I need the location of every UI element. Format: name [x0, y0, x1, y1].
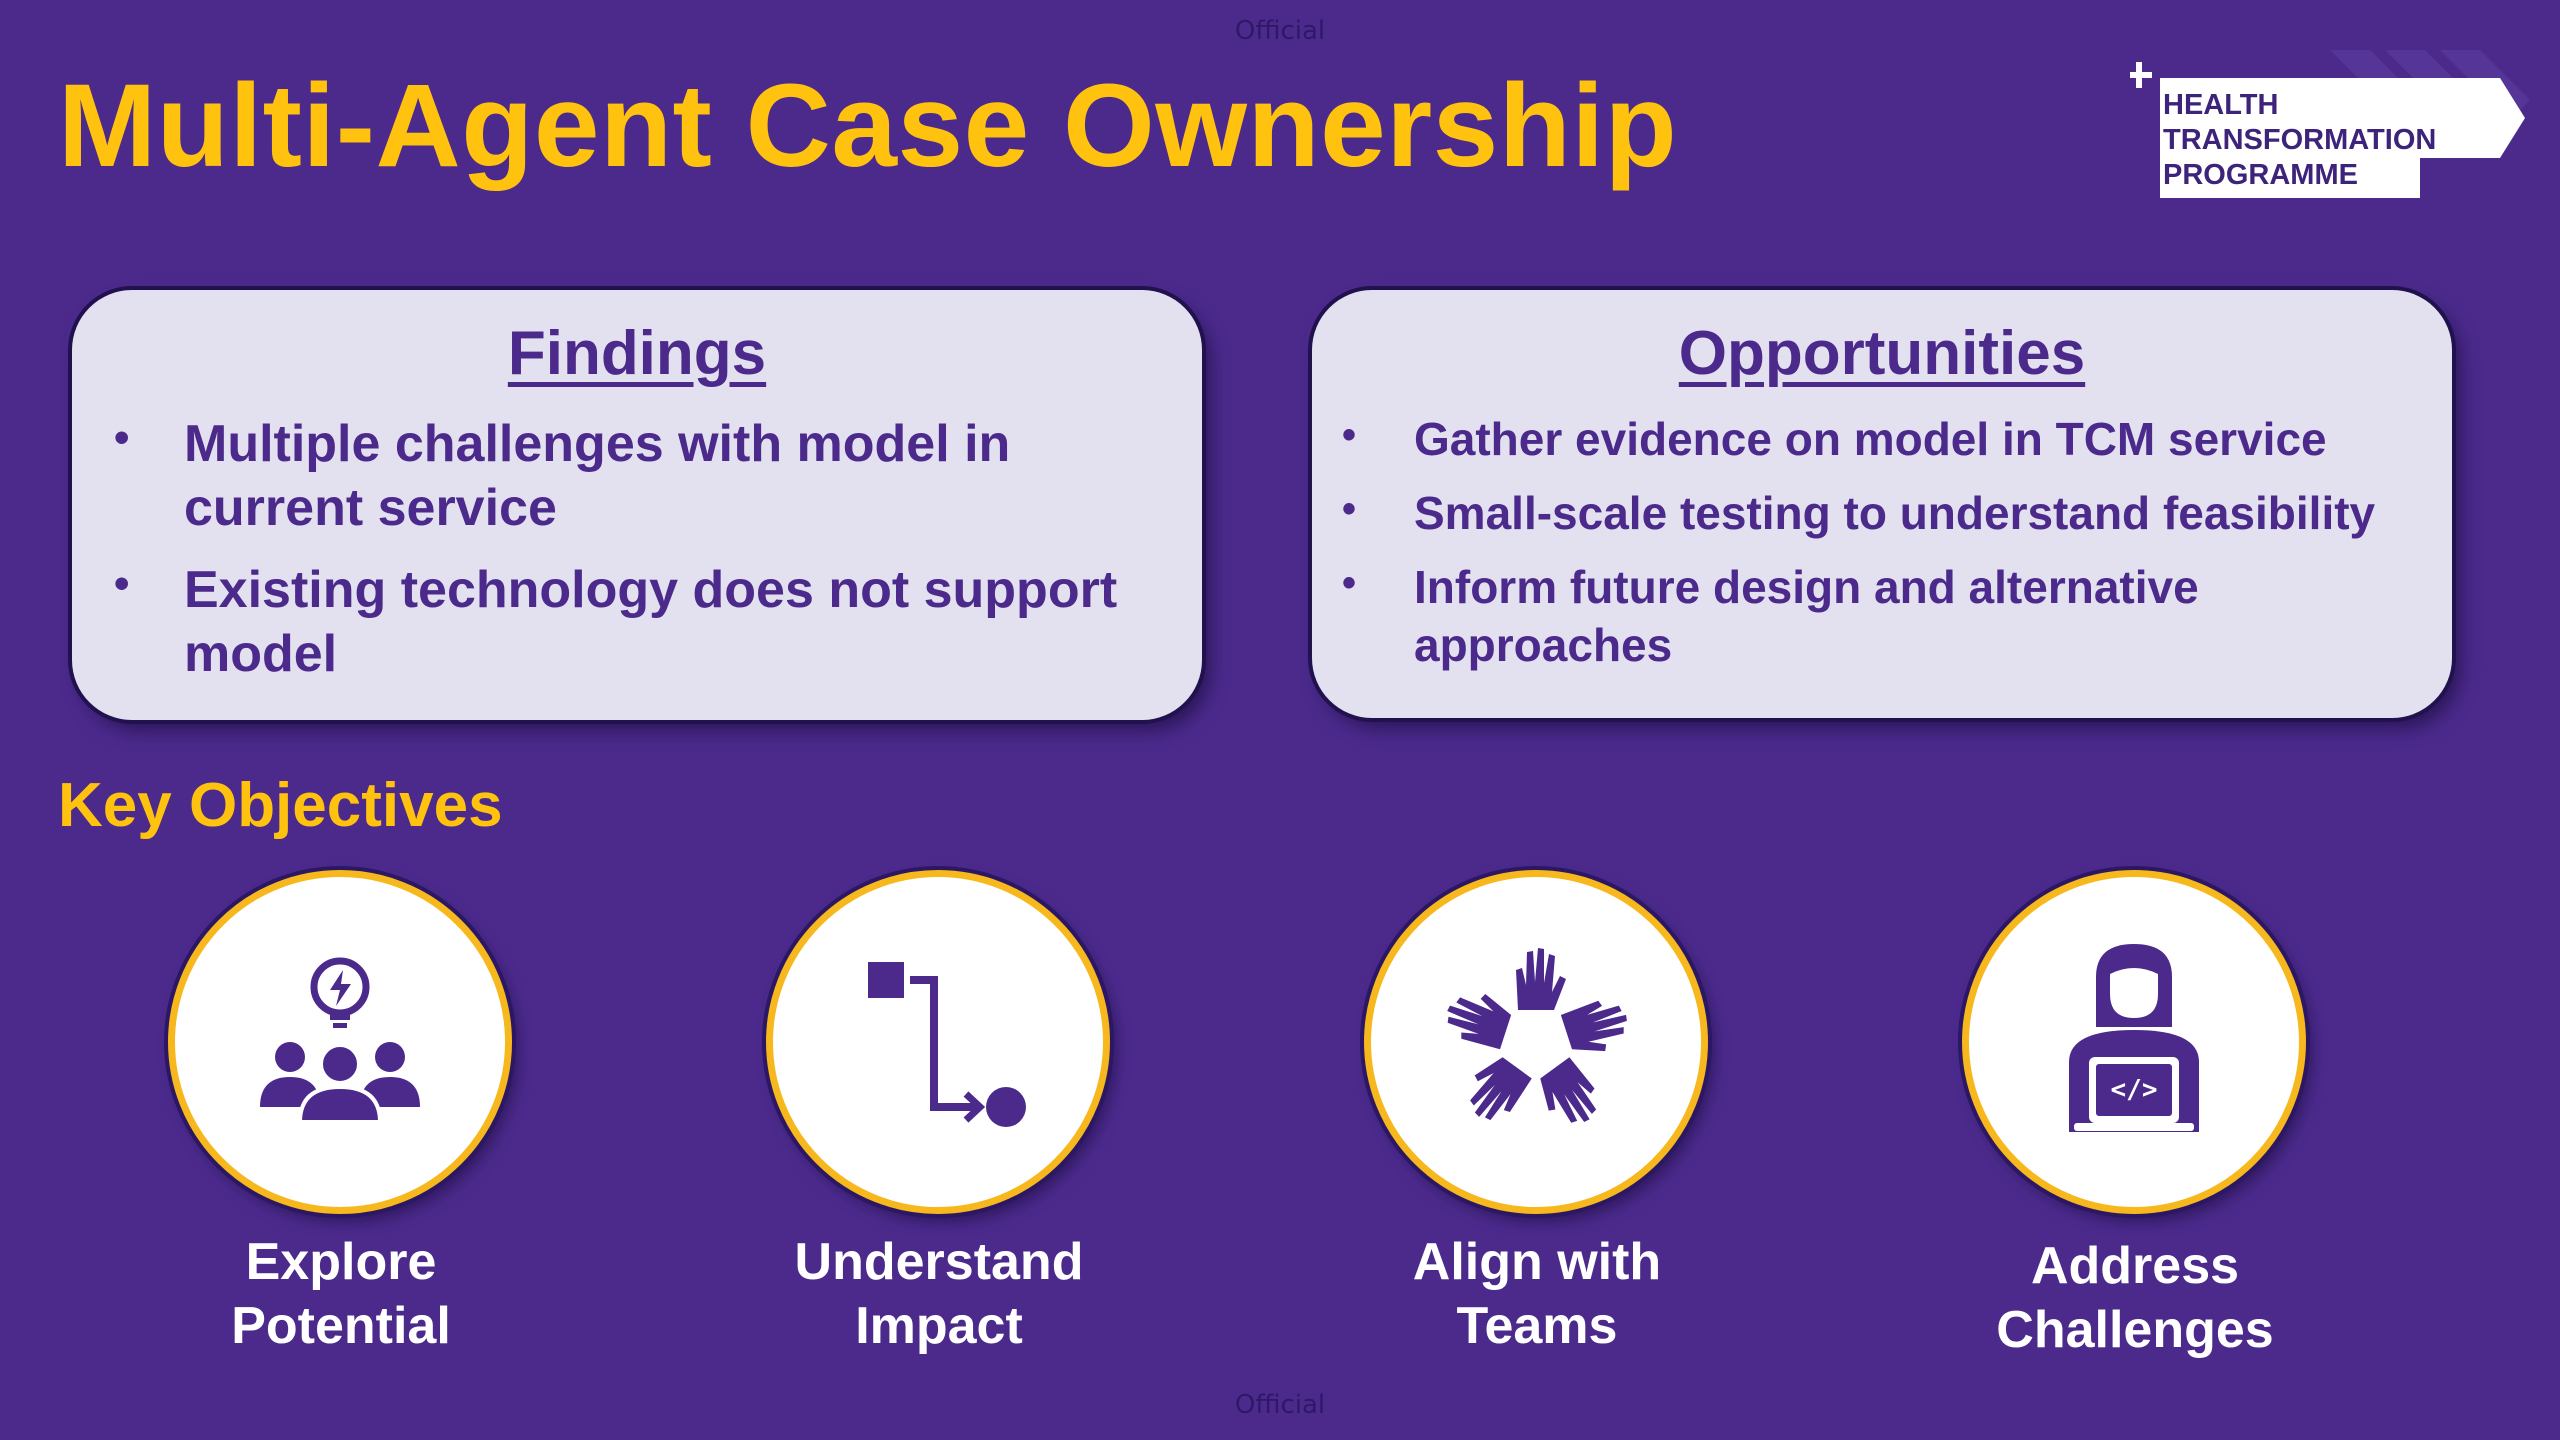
objective-label: Address Challenges [1930, 1234, 2340, 1362]
key-objectives-heading: Key Objectives [58, 771, 503, 840]
logo-text: HEALTH TRANSFORMATION PROGRAMME [2163, 88, 2436, 193]
objective-circle [766, 870, 1110, 1214]
objective-label: Understand Impact [734, 1230, 1144, 1358]
objective-label-line: Challenges [1996, 1301, 2274, 1359]
list-item: • Gather evidence on model in TCM servic… [1342, 410, 2444, 468]
objective-align-with-teams: Align with Teams [1332, 870, 1752, 1370]
objective-address-challenges: </> Address Challenges [1930, 870, 2350, 1370]
plus-arrow-logo-icon [2130, 50, 2530, 198]
logo-line-2: TRANSFORMATION [2163, 124, 2437, 156]
list-item: • Small-scale testing to understand feas… [1342, 484, 2444, 542]
objective-label-line: Teams [1456, 1297, 1618, 1355]
bullet-icon: • [1342, 487, 1357, 531]
opportunities-heading: Opportunities [1678, 319, 2086, 388]
objective-label-line: Potential [231, 1297, 451, 1355]
objective-label-line: Understand [794, 1233, 1084, 1291]
team-idea-icon [260, 957, 420, 1124]
objective-label: Explore Potential [136, 1230, 546, 1358]
objective-label-line: Impact [855, 1297, 1023, 1355]
logo-line-3: PROGRAMME [2163, 159, 2358, 191]
bullet-icon: • [1342, 413, 1357, 457]
objective-circle [1364, 870, 1708, 1214]
findings-heading: Findings [507, 319, 767, 388]
developer-laptop-icon: </> [2069, 944, 2199, 1132]
list-item: • Inform future design and alternative a… [1342, 558, 2444, 674]
objective-label-line: Align with [1412, 1233, 1662, 1291]
opportunities-item-text: Inform future design and alternative app… [1414, 561, 2199, 671]
opportunities-item-text: Gather evidence on model in TCM service [1414, 413, 2327, 465]
objective-understand-impact: Understand Impact [734, 870, 1154, 1370]
programme-logo: HEALTH TRANSFORMATION PROGRAMME [2130, 50, 2530, 240]
bullet-icon: • [1342, 561, 1357, 605]
objective-label-line: Address [2030, 1237, 2240, 1295]
page-title: Multi-Agent Case Ownership [58, 60, 1678, 192]
objective-circle [168, 870, 512, 1214]
list-item: • Multiple challenges with model in curr… [114, 412, 1184, 540]
hands-together-icon [1447, 948, 1627, 1123]
bullet-icon: • [114, 413, 130, 462]
objective-label: Align with Teams [1332, 1230, 1742, 1358]
list-item: • Existing technology does not support m… [114, 558, 1184, 686]
objective-label-line: Explore [245, 1233, 437, 1291]
classification-label-top: Official [1234, 16, 1326, 46]
opportunities-list: • Gather evidence on model in TCM servic… [1342, 410, 2444, 690]
findings-list: • Multiple challenges with model in curr… [114, 412, 1184, 704]
findings-item-text: Multiple challenges with model in curren… [184, 415, 1011, 537]
opportunities-card: Opportunities • Gather evidence on model… [1312, 290, 2452, 718]
opportunities-item-text: Small-scale testing to understand feasib… [1414, 487, 2376, 539]
findings-item-text: Existing technology does not support mod… [184, 561, 1118, 683]
bullet-icon: • [114, 559, 130, 608]
classification-label-bottom: Official [1234, 1390, 1326, 1420]
logo-line-1: HEALTH [2163, 89, 2279, 121]
process-flow-icon [868, 962, 1026, 1127]
findings-card: Findings • Multiple challenges with mode… [72, 290, 1202, 720]
objective-explore-potential: Explore Potential [136, 870, 556, 1370]
svg-text:</>: </> [2111, 1075, 2158, 1105]
objective-circle: </> [1962, 870, 2306, 1214]
